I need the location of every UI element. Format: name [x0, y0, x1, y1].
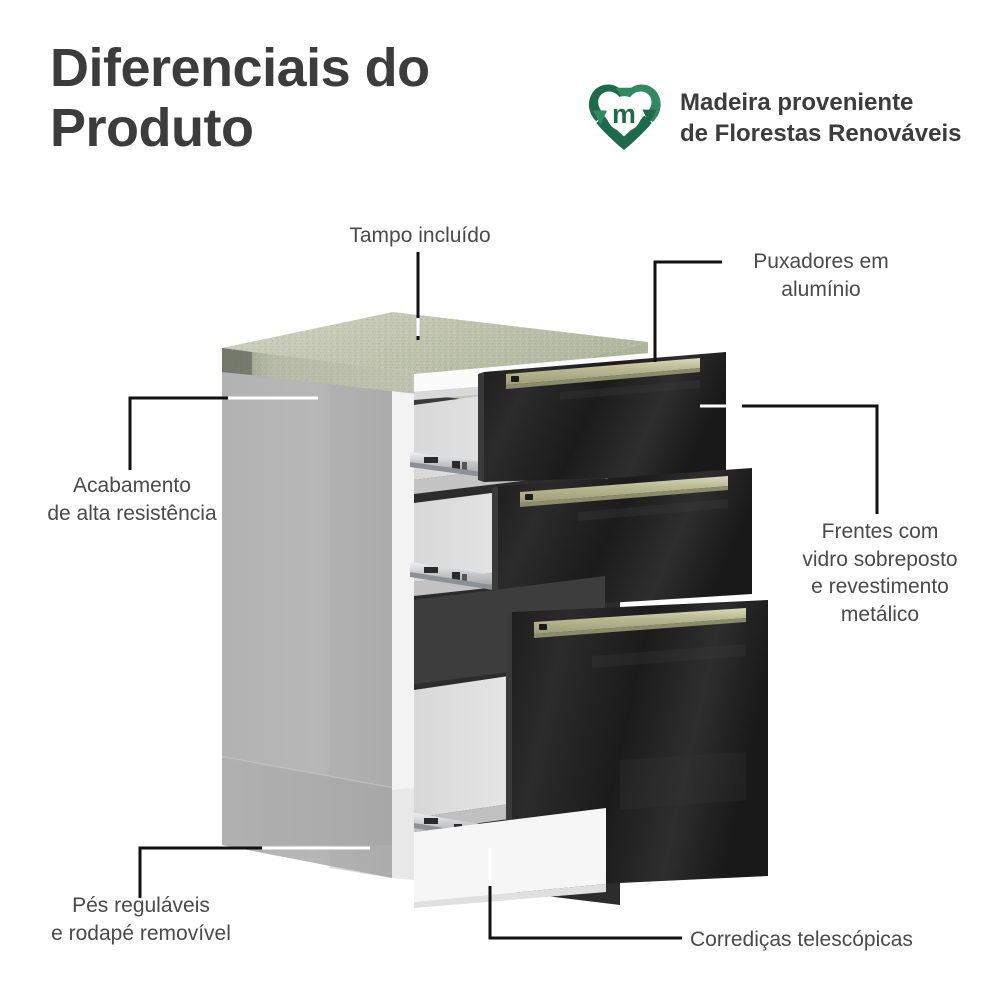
eco-badge-label: Madeira proveniente de Florestas Renováv…	[680, 88, 962, 147]
callout-acabamento: Acabamento de alta resistência	[47, 474, 217, 525]
callout-tampo-incluido: Tampo incluído	[349, 224, 491, 247]
svg-text:m: m	[612, 99, 636, 129]
eco-badge: m Madeira proveniente de Florestas Renov…	[582, 76, 961, 160]
callout-pes-reguláveis: Pés reguláveis e rodapé removível	[51, 894, 231, 945]
recycling-heart-icon: m	[582, 76, 666, 160]
callout-corredicas: Corrediças telescópicas	[690, 928, 913, 951]
callout-frentes: Frentes com vidro sobreposto e revestime…	[802, 520, 958, 627]
callout-puxadores: Puxadores em alumínio	[753, 250, 889, 301]
page-title: Diferenciais do Produto	[50, 38, 430, 159]
